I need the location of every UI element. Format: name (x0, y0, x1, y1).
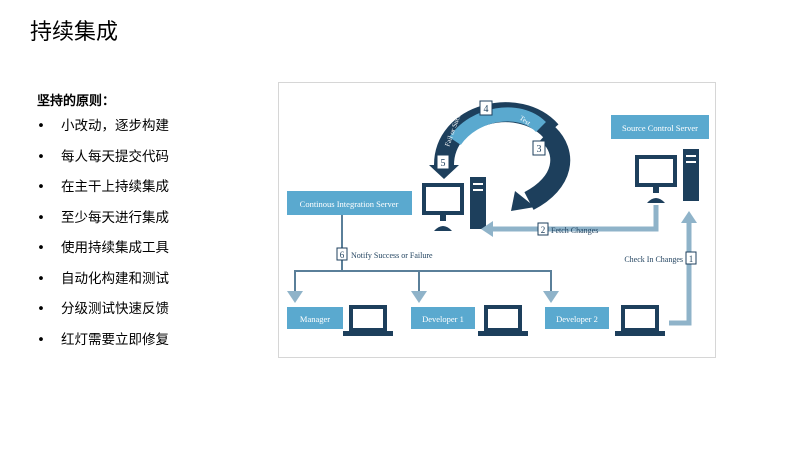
principles-list: 小改动，逐步构建 每人每天提交代码 在主干上持续集成 至少每天进行集成 使用持续… (37, 116, 169, 360)
principle-item: 小改动，逐步构建 (37, 116, 169, 147)
developer2-box (545, 307, 609, 329)
notify-branch-line (294, 270, 552, 293)
step-2-number: 2 (541, 225, 546, 235)
principle-item: 红灯需要立即修复 (37, 330, 169, 361)
ci-server-label: Continous Integration Server (300, 199, 399, 209)
developer2-laptop-icon (615, 305, 665, 336)
step-2-label: Fetch Changes (551, 226, 598, 235)
principle-item: 使用持续集成工具 (37, 238, 169, 269)
developer1-label: Developer 1 (422, 314, 464, 324)
developer1-laptop-icon (478, 305, 528, 336)
manager-box (287, 307, 343, 329)
principle-item: 每人每天提交代码 (37, 147, 169, 178)
notify-arrow-dev1 (411, 291, 427, 303)
manager-label: Manager (300, 314, 330, 324)
ci-diagram-canvas: 4 Test 3 Build 5 Fail or Succeed Contino… (287, 100, 709, 336)
check-in-arrowhead (681, 211, 697, 223)
check-in-line (669, 221, 692, 326)
source-server-label: Source Control Server (622, 123, 698, 133)
cycle-arrowhead-build (511, 191, 535, 211)
build-cycle: 4 Test 3 Build 5 Fail or Succeed (429, 100, 571, 211)
notify-arrow-manager (287, 291, 303, 303)
principle-item: 至少每天进行集成 (37, 208, 169, 239)
step-1-label: Check In Changes (624, 255, 683, 264)
principle-item: 分级测试快速反馈 (37, 299, 169, 330)
step-3-number: 3 (537, 144, 542, 155)
principles-heading: 坚持的原则： (37, 94, 116, 109)
manager-laptop-icon (343, 305, 393, 336)
source-server-box (611, 115, 709, 139)
ci-diagram: 4 Test 3 Build 5 Fail or Succeed Contino… (278, 82, 716, 358)
ci-computer-icon (422, 177, 486, 231)
ci-server-box (287, 191, 412, 215)
page-title: 持续集成 (30, 20, 119, 45)
step-6-label: Notify Success or Failure (351, 251, 433, 260)
cycle-arc-right (523, 125, 571, 210)
cycle-arc-top-inner (449, 107, 546, 146)
step-5-number: 5 (441, 158, 446, 169)
principle-item: 自动化构建和测试 (37, 269, 169, 300)
step-1-number: 1 (689, 254, 694, 264)
step-4-number: 4 (484, 104, 489, 115)
notify-arrow-dev2 (543, 291, 559, 303)
developer1-box (411, 307, 475, 329)
developer2-label: Developer 2 (556, 314, 598, 324)
step-6-number: 6 (340, 250, 345, 260)
principle-item: 在主干上持续集成 (37, 177, 169, 208)
source-computer-icon (635, 149, 699, 203)
fetch-arrowhead (481, 221, 493, 237)
